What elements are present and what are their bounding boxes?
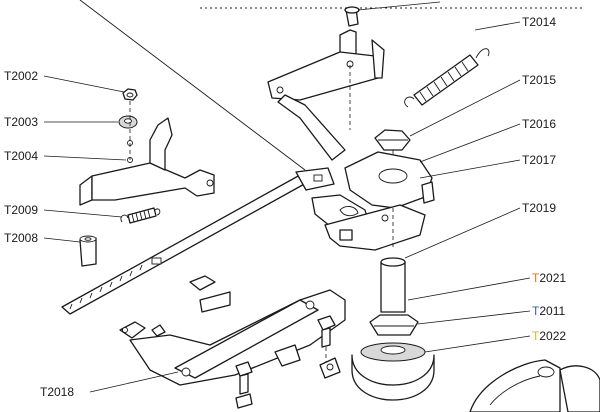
spring-part-t2014 [404,48,490,108]
label-t2022-prefix: T [532,329,540,343]
label-t2021-number: 2021 [539,271,566,285]
leader-t2017 [419,159,521,179]
label-t2021-prefix: T [532,271,540,285]
leader-t2008 [43,237,81,243]
label-t2022: T2022 [532,329,566,343]
label-t2011-number: 2011 [539,304,565,318]
bracket-part-t2004 [79,101,215,206]
label-t2021: T2021 [532,271,566,285]
leader-t2004 [43,155,127,161]
label-t2016: T2016 [522,117,556,131]
label-t2011-prefix: T [532,304,540,318]
label-t2022-number: 2022 [539,329,566,343]
spring-part-t2009 [120,207,161,224]
cam-lever-assembly [311,151,435,251]
leader-t2002 [43,75,125,93]
label-t2003: T2003 [4,115,38,129]
leader-t2019 [404,207,521,259]
leader-t2009 [43,209,123,218]
lower-bolts [235,315,336,409]
label-t2014: T2014 [522,15,556,29]
leader-t2022 [424,335,531,353]
label-t2019: T2019 [522,201,556,215]
leader-t2015 [409,79,521,137]
label-t2018: T2018 [40,385,74,399]
label-t2011: T2011 [532,304,565,318]
toothed-rod [61,167,335,315]
lower-base-plate [119,275,346,386]
label-t2017: T2017 [522,153,556,167]
leader-t2014 [474,21,521,31]
label-t2009: T2009 [4,203,38,217]
leader-t2018 [89,371,179,393]
label-t2002: T2002 [4,69,38,83]
leader-top-pin [357,1,441,11]
nut-part-t2002 [122,88,138,101]
leader-t2011 [417,310,531,325]
sleeve-part-t2008 [79,235,97,267]
label-t2008: T2008 [4,231,38,245]
top-diagonal-line [79,0,306,171]
leader-t2016 [419,123,521,163]
washer-part-t2003 [118,115,138,129]
label-t2015: T2015 [522,73,556,87]
vertical-shaft [351,208,435,401]
top-lever-plate [267,6,385,161]
label-t2004: T2004 [4,149,38,163]
leader-t2021 [407,277,531,301]
bottom-roller-parts [469,359,600,412]
